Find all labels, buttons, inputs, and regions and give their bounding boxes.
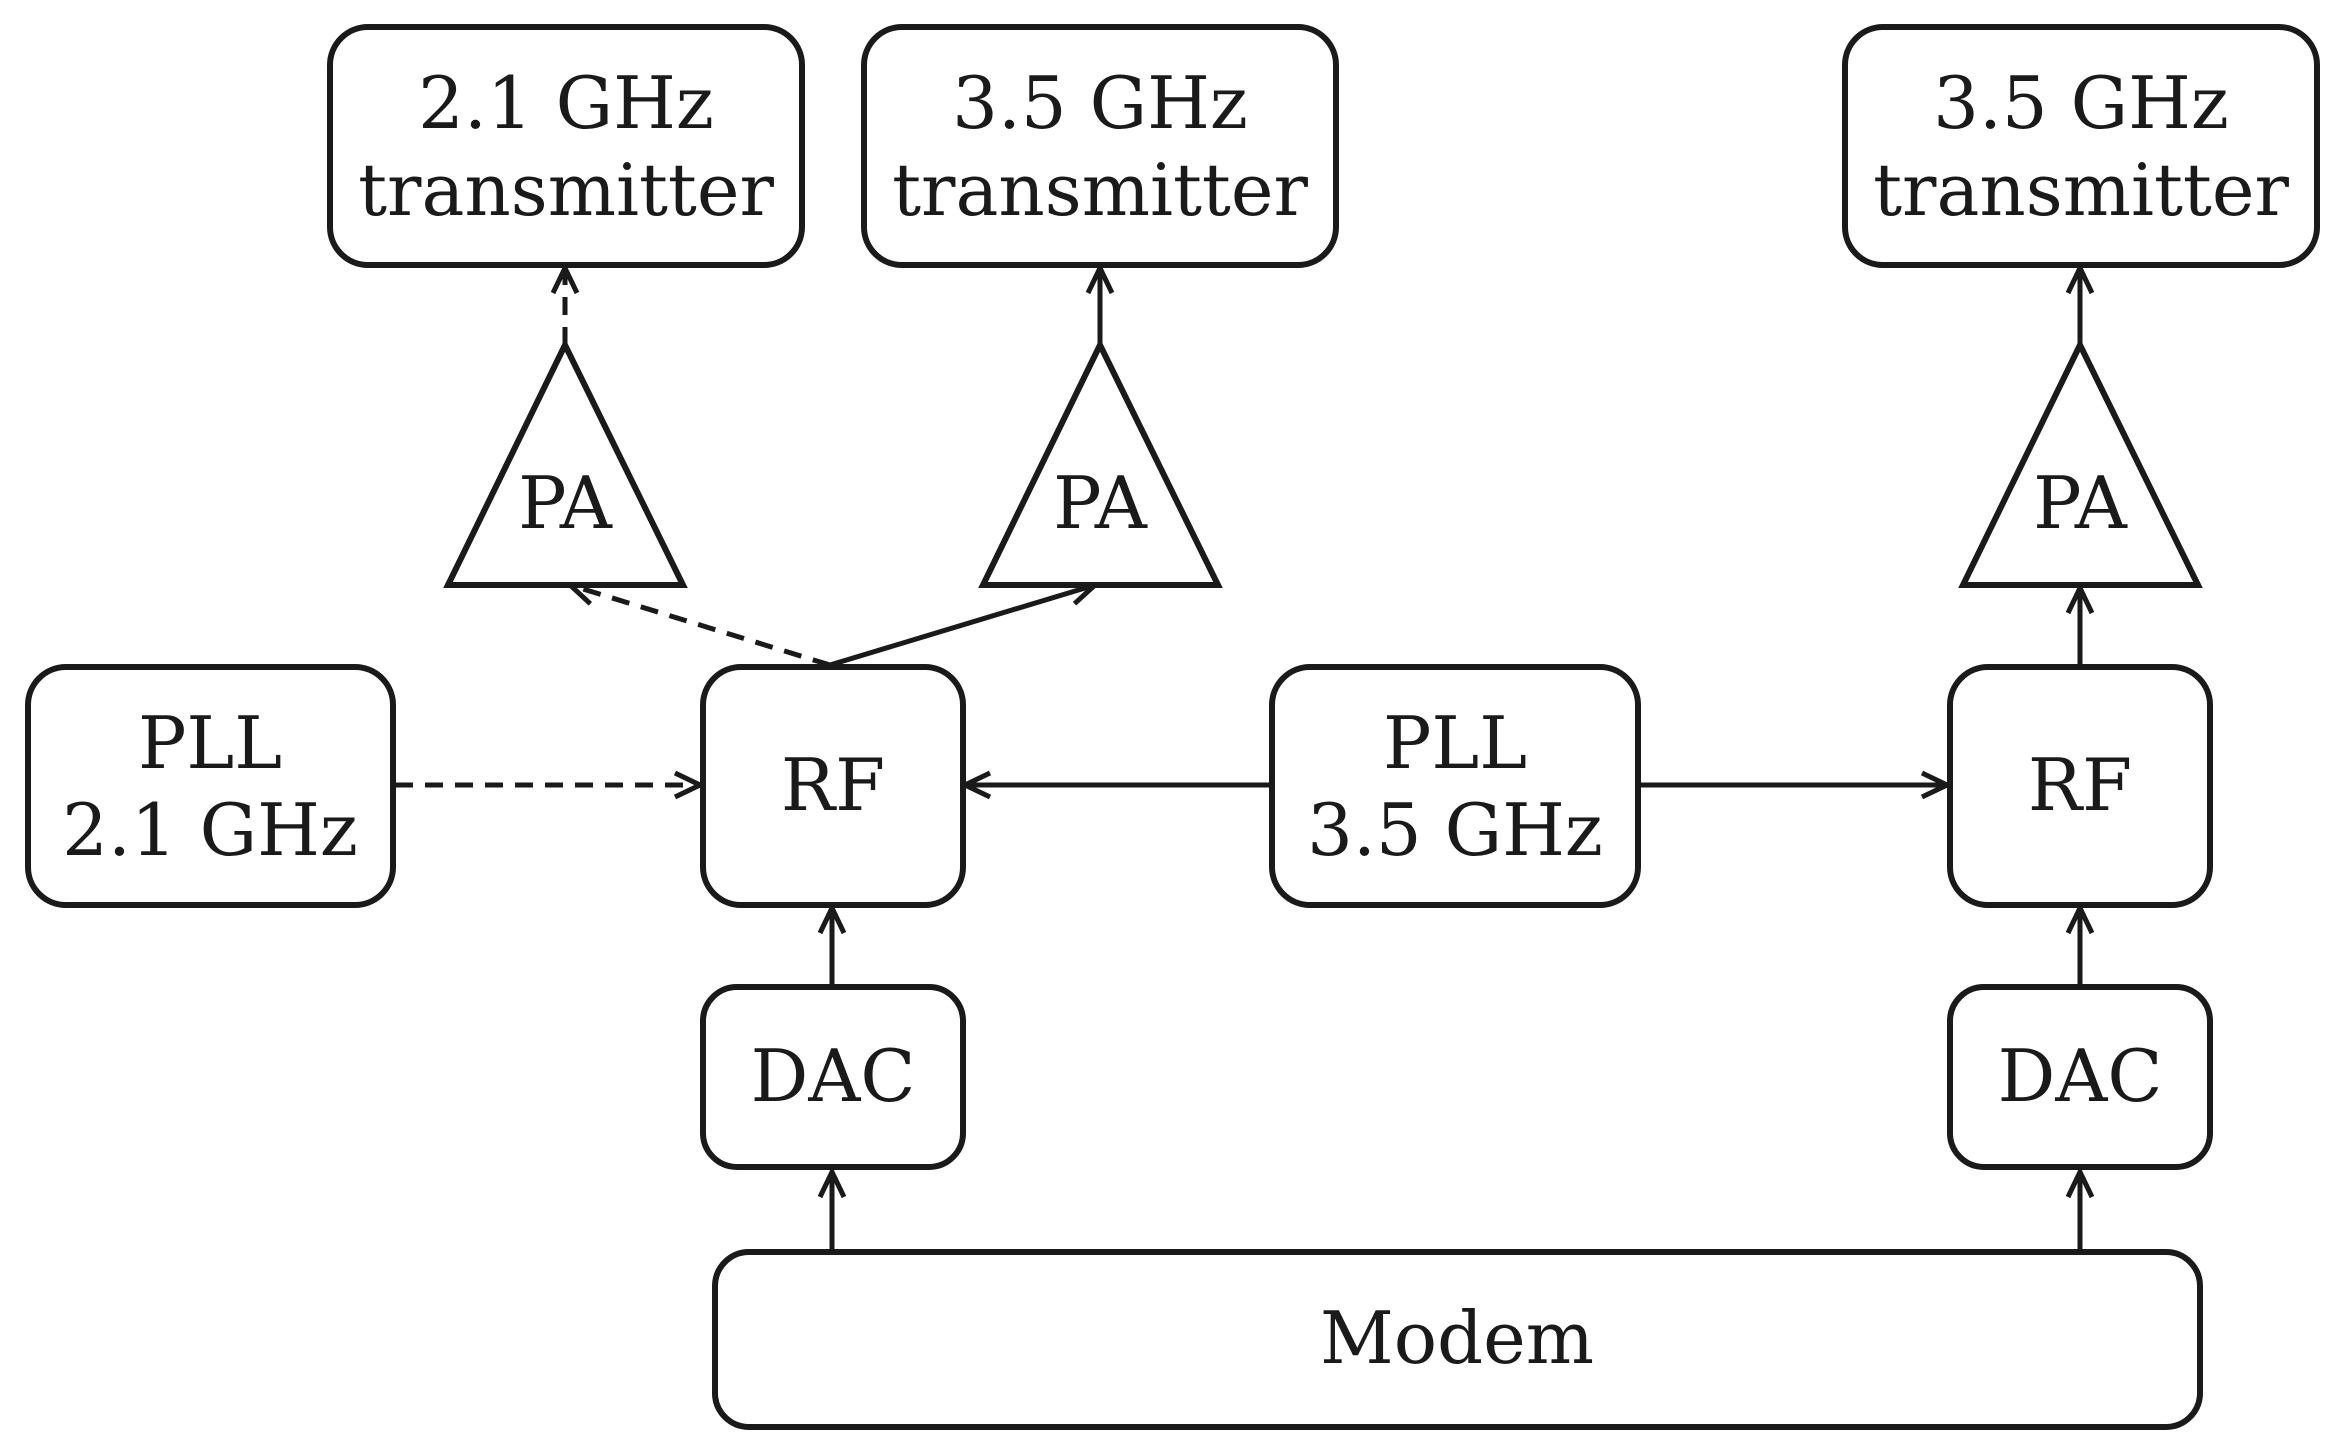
pll-2-1ghz-label-line1: PLL [138, 701, 282, 785]
tx-2-1ghz-label-line1: 2.1 GHz [418, 61, 714, 145]
tx-3-5ghz-a-label-line1: 3.5 GHz [952, 61, 1248, 145]
modem-block: Modem [712, 1249, 2203, 1430]
dac-1-label: DAC [751, 1034, 916, 1118]
pll-3-5ghz-label-line2: 3.5 GHz [1307, 788, 1603, 872]
modem-label: Modem [1320, 1296, 1594, 1380]
dac-block-1: DAC [700, 984, 966, 1170]
pa-block-3: PA [1958, 338, 2203, 588]
pll-3-5ghz-label-line1: PLL [1383, 701, 1527, 785]
pll-2-1ghz-label-line2: 2.1 GHz [62, 788, 358, 872]
tx-3-5ghz-b-label-line2: transmitter [1873, 148, 2289, 232]
tx-2-1ghz-block: 2.1 GHz transmitter [327, 24, 805, 268]
dac-2-label: DAC [1998, 1034, 2163, 1118]
rf1-to-pa2-link [829, 585, 1095, 668]
pa-block-2: PA [978, 338, 1223, 588]
tx-3-5ghz-a-label-line2: transmitter [892, 148, 1308, 232]
pa-2-label: PA [1053, 461, 1148, 545]
tx-3-5ghz-b-label-line1: 3.5 GHz [1933, 61, 2229, 145]
tx-3-5ghz-block-a: 3.5 GHz transmitter [861, 24, 1339, 268]
dac-block-2: DAC [1947, 984, 2213, 1170]
rf-2-label: RF [2028, 743, 2132, 827]
pa-1-label: PA [518, 461, 613, 545]
pa-3-label: PA [2033, 461, 2128, 545]
rf-1-label: RF [781, 743, 885, 827]
rf-block-2: RF [1947, 664, 2213, 908]
rf1-to-pa1-link [570, 585, 831, 668]
tx-2-1ghz-label-line2: transmitter [358, 148, 774, 232]
tx-3-5ghz-block-b: 3.5 GHz transmitter [1842, 24, 2320, 268]
rf-block-1: RF [700, 664, 966, 908]
pll-3-5ghz-block: PLL 3.5 GHz [1269, 664, 1641, 908]
pa-block-1: PA [443, 338, 688, 588]
pll-2-1ghz-block: PLL 2.1 GHz [25, 664, 396, 908]
